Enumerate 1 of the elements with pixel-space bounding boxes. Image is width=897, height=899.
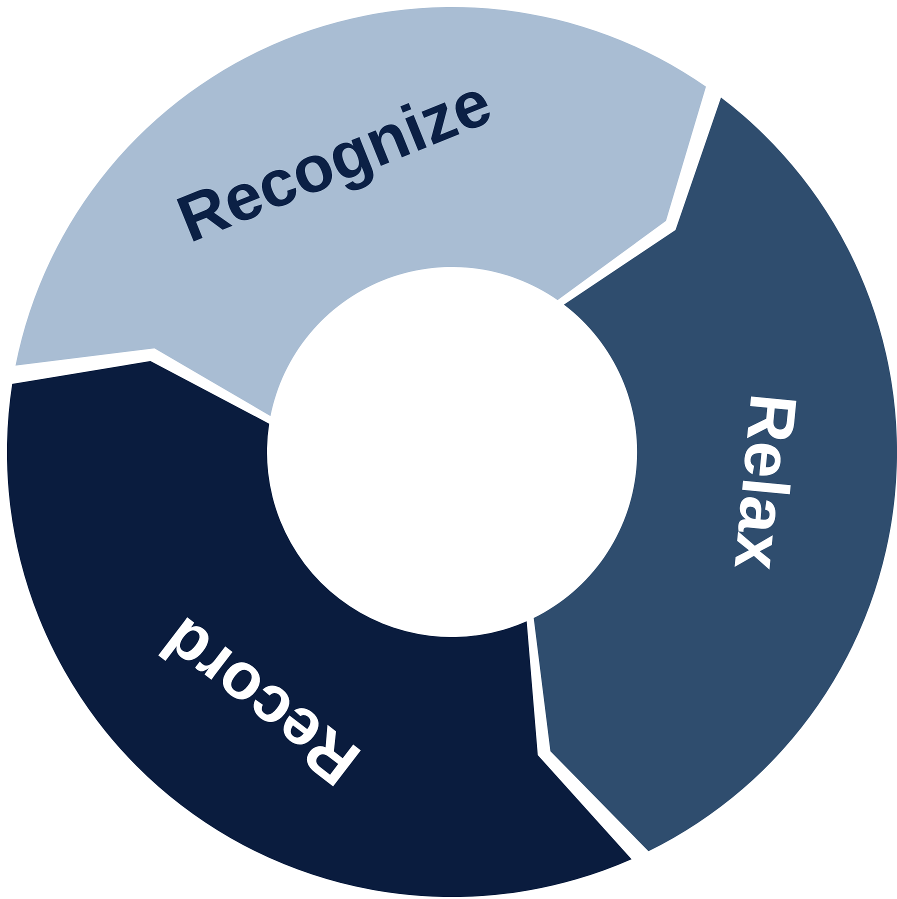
segment-label: Relax xyxy=(724,391,807,573)
